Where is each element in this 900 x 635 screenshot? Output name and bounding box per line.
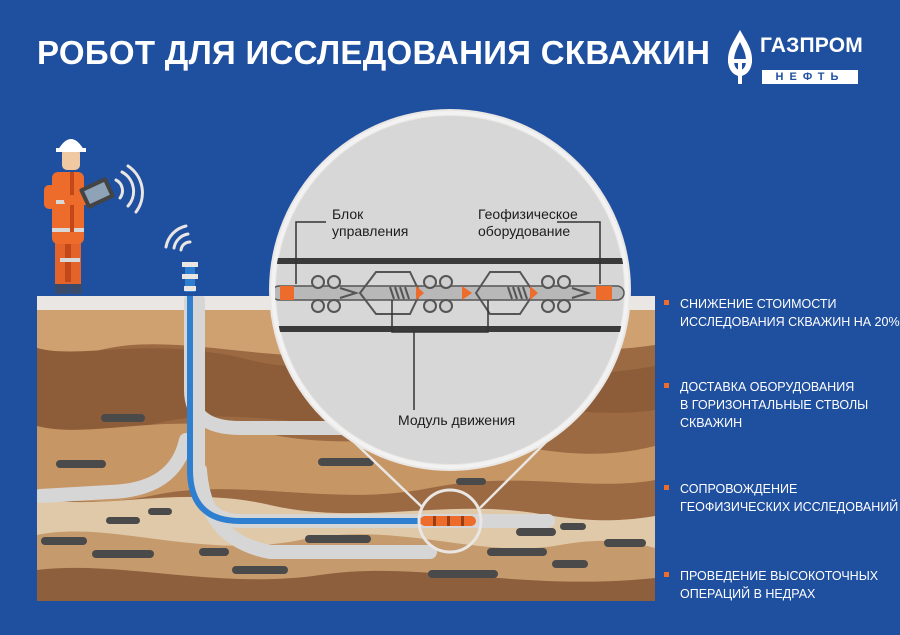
casing-top xyxy=(272,258,628,264)
geophysical-equipment-label: Геофизическое оборудование xyxy=(478,206,578,239)
zoom-connector-left xyxy=(351,439,423,508)
tablet-signal-icon xyxy=(114,164,144,214)
logo-name: ГАЗПРОМ xyxy=(760,34,863,57)
casing-bottom xyxy=(272,326,628,332)
gazprom-neft-logo: ГАЗПРОМ НЕФТЬ xyxy=(722,28,864,88)
robot-small xyxy=(420,516,476,526)
main-well xyxy=(187,296,470,524)
wellhead xyxy=(182,262,198,292)
robot-detailed xyxy=(272,271,625,315)
bullet-marker xyxy=(664,300,669,305)
wellhead-signal-icon xyxy=(164,224,192,252)
flame-icon xyxy=(728,30,752,84)
logo-subtitle: НЕФТЬ xyxy=(762,70,858,84)
zoom-circle xyxy=(269,109,631,471)
page-title: РОБОТ ДЛЯ ИССЛЕДОВАНИЯ СКВАЖИН xyxy=(37,34,711,71)
bullet-marker xyxy=(664,383,669,388)
control-block-label: Блок управления xyxy=(332,206,409,239)
bullet-marker xyxy=(664,485,669,490)
zoom-source-ring xyxy=(417,488,483,554)
bullet-marker xyxy=(664,572,669,577)
engineer-figure xyxy=(44,139,115,294)
movement-module-label: Модуль движения xyxy=(398,412,516,428)
callout-leaders xyxy=(295,221,601,410)
zoom-connector-right xyxy=(479,439,549,509)
